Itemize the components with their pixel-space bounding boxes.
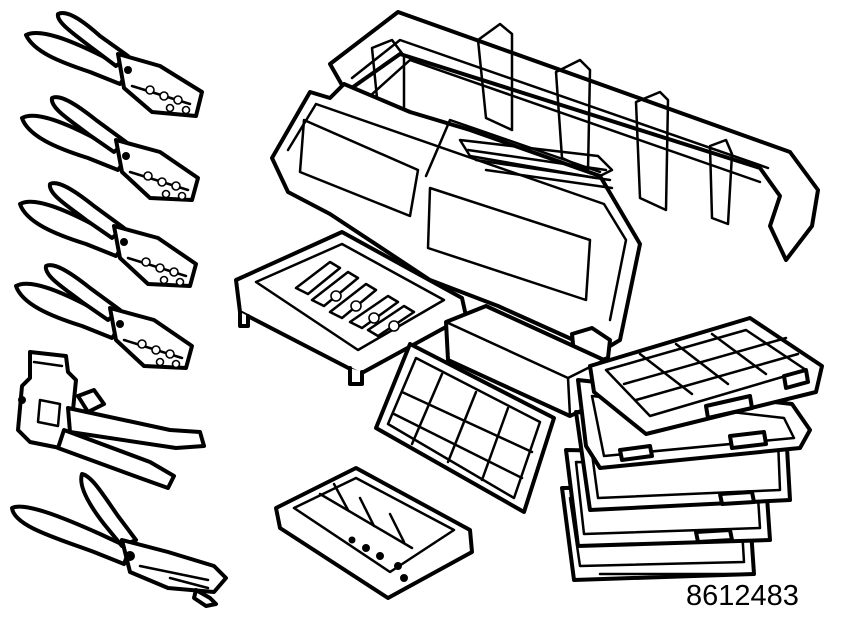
crimping-plier-3: [18, 181, 198, 288]
stacked-organizer-boxes: [560, 316, 824, 582]
wire-stripping-tool: [16, 350, 206, 490]
crimping-plier-4: [14, 263, 194, 370]
crimping-plier-2: [20, 95, 200, 202]
long-nose-crimping-plier: [10, 472, 228, 608]
open-component-box: [274, 342, 556, 600]
figure-number: 8612483: [686, 580, 799, 612]
tool-case: [270, 10, 820, 366]
screwdriver-tray: [234, 230, 468, 386]
crimping-plier-1: [24, 11, 204, 118]
